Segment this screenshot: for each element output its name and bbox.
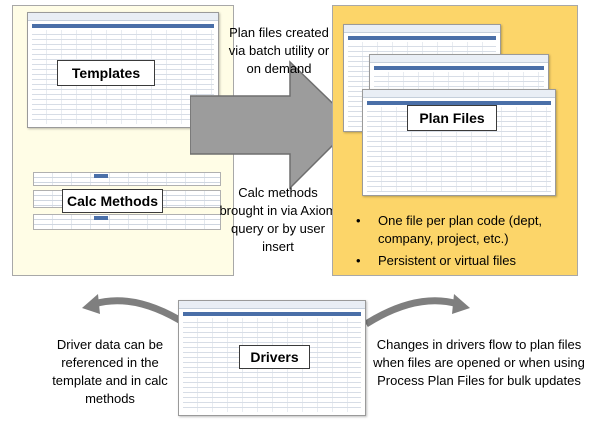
big-arrow-icon [190, 60, 356, 190]
calc-methods-label: Calc Methods [62, 189, 163, 213]
bullet-icon: • [356, 213, 361, 228]
driver-reference-caption: Driver data can be referenced in the tem… [52, 337, 168, 406]
arrow-bottom-caption: Calc methods brought in via Axiom query … [219, 185, 337, 254]
bullet-icon: • [356, 253, 361, 268]
bullet-item: • One file per plan code (dept, company,… [356, 213, 543, 246]
drivers-label: Drivers [239, 345, 310, 369]
curved-arrow-left-icon [82, 294, 188, 327]
bullet-item: • Persistent or virtual files [356, 253, 516, 268]
templates-label: Templates [57, 60, 155, 86]
driver-changes-caption: Changes in drivers flow to plan files wh… [373, 337, 585, 388]
curved-arrow-right-icon [364, 294, 470, 327]
calc-method-strip [33, 172, 221, 186]
plan-files-label: Plan Files [407, 105, 497, 131]
arrow-top-caption: Plan files created via batch utility or … [228, 25, 330, 76]
calc-method-strip [33, 214, 221, 230]
plan-files-bullets: • One file per plan code (dept, company,… [354, 212, 576, 270]
